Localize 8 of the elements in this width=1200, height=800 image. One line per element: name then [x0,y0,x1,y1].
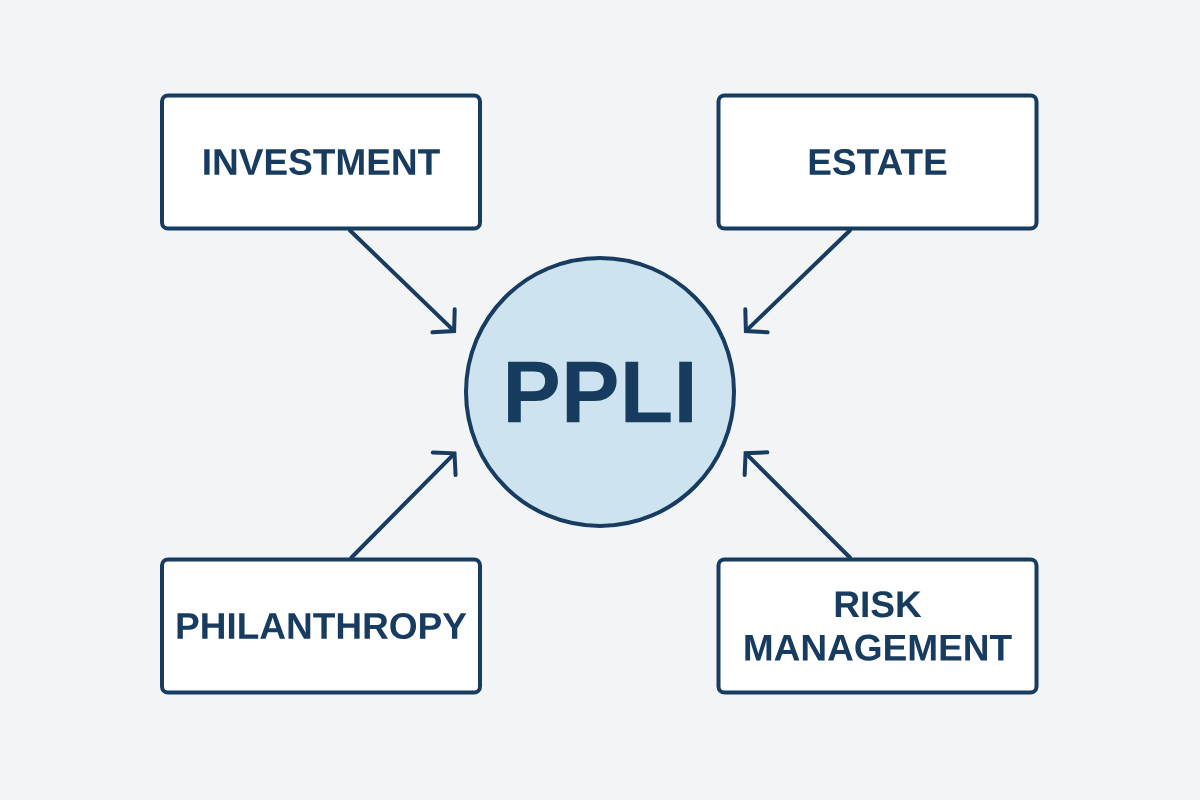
arrow [349,450,458,560]
topic-box: PHILANTHROPY [160,557,482,695]
topic-box: ESTATE [716,93,1039,231]
arrow [743,228,852,335]
topic-box: INVESTMENT [160,93,482,231]
topic-box: RISK MANAGEMENT [716,557,1039,695]
arrow [348,228,457,335]
arrow [742,450,852,560]
